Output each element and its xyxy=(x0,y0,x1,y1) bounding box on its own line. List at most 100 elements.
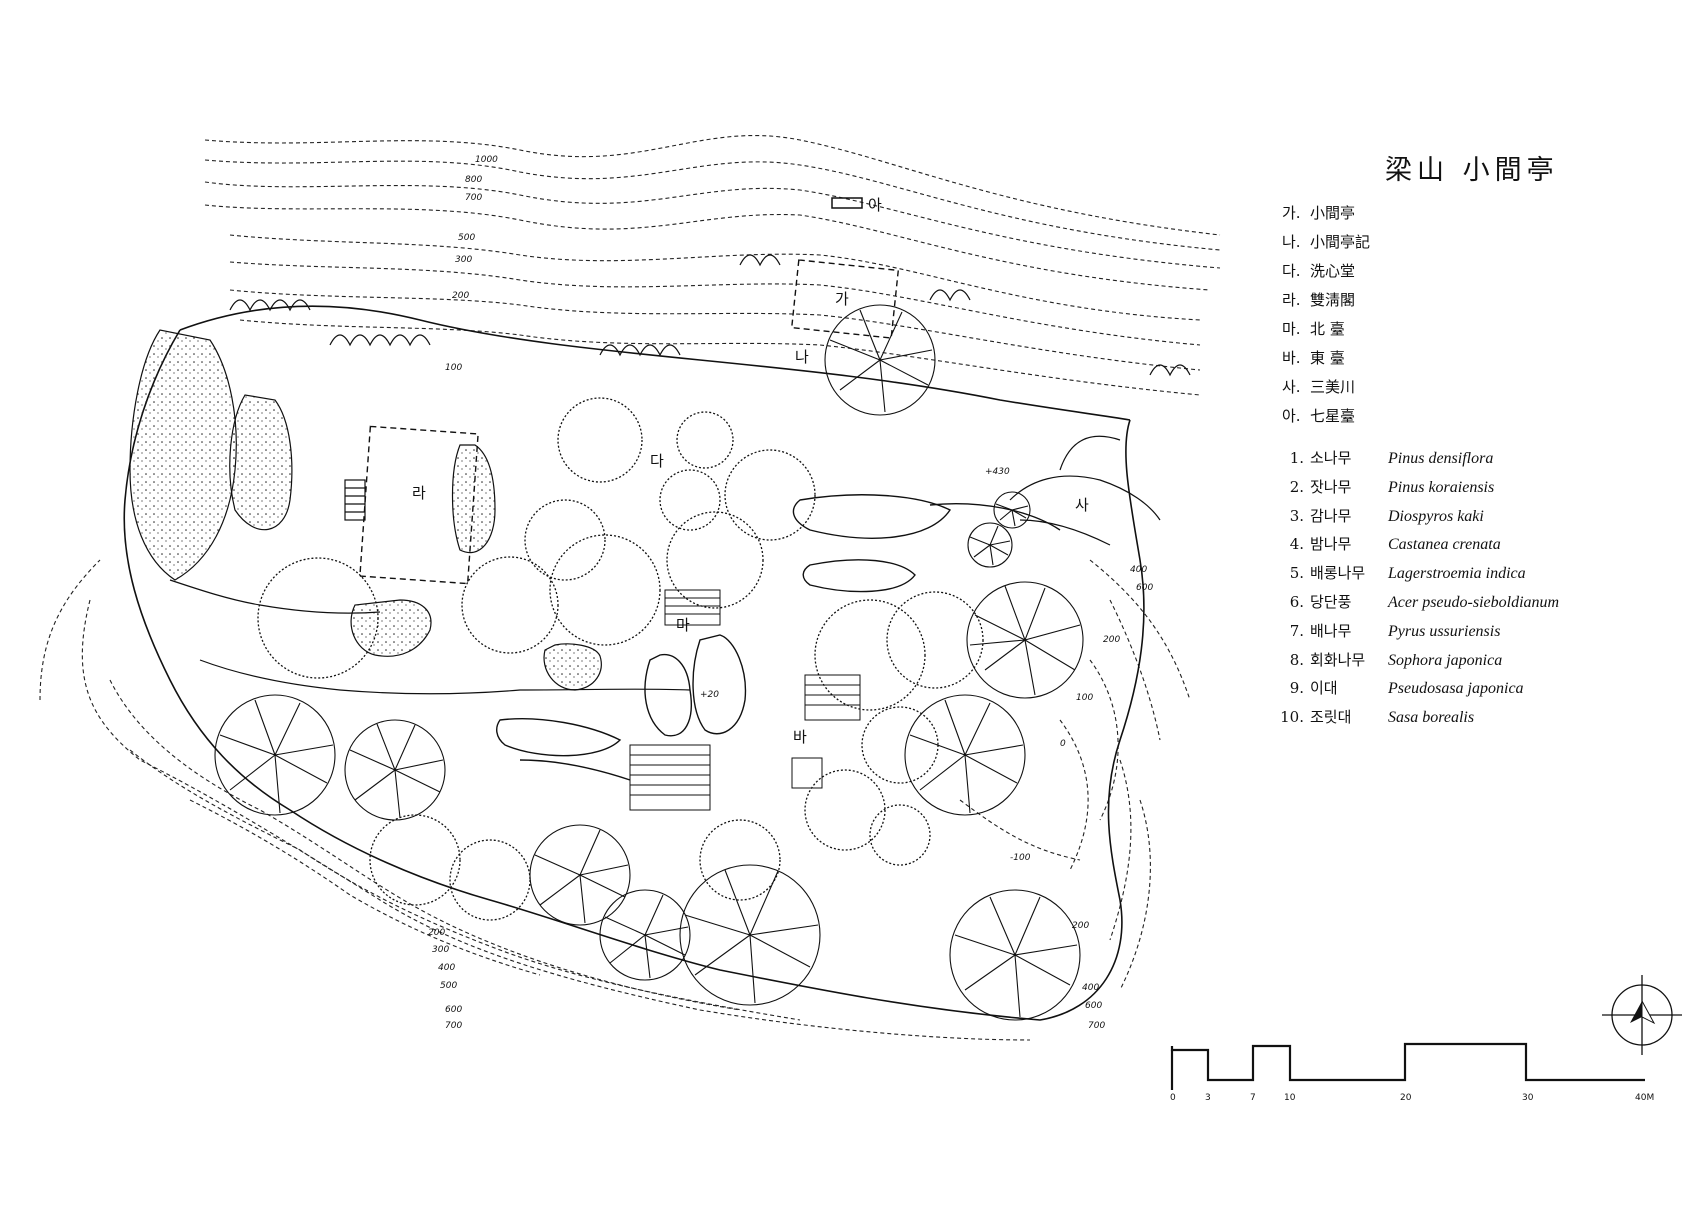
svg-text:40M: 40M xyxy=(1635,1093,1654,1103)
area-legend-item: 나.小間亭記 xyxy=(1282,233,1371,251)
svg-text:200: 200 xyxy=(1072,921,1089,931)
tree-sophora-8 xyxy=(966,581,1084,699)
contour-lines xyxy=(39,134,1221,1041)
svg-text:100: 100 xyxy=(445,363,462,373)
map-label-ma: 마 xyxy=(676,616,690,634)
bamboo-clumps xyxy=(129,329,602,691)
tree-pine-sa xyxy=(967,522,1013,568)
tree-sophora-8d xyxy=(679,864,821,1006)
scale-bar xyxy=(1170,1042,1645,1090)
tree-crepe-myrtle-5e xyxy=(666,511,764,609)
tree-pine-sa-b xyxy=(993,491,1031,529)
tree-crepe-myrtle-5g xyxy=(886,591,984,689)
area-legend: 가.小間亭 나.小間亭記 다.洗心堂 라.雙淸閣 마.北 臺 바.東 臺 사.三… xyxy=(1282,202,1370,434)
spot-height-20: +20 xyxy=(700,690,719,700)
svg-text:700: 700 xyxy=(1088,1021,1105,1031)
radial-trees xyxy=(214,304,1084,1021)
svg-text:20: 20 xyxy=(1400,1093,1412,1103)
map-label-ba: 바 xyxy=(793,728,807,746)
svg-text:200: 200 xyxy=(1103,635,1120,645)
svg-text:3: 3 xyxy=(1205,1093,1211,1103)
scale-bar-labels: 0 3 7 10 20 30 40M xyxy=(1170,1093,1654,1103)
area-legend-item: 가.小間亭 xyxy=(1282,204,1356,222)
tree-crepe-myrtle-5d xyxy=(659,469,721,531)
tree-chestnut-4b xyxy=(804,769,886,851)
map-area-labels: 가 나 다 라 마 바 사 아 xyxy=(412,196,1089,746)
tree-sophora-8c xyxy=(949,889,1081,1021)
map-label-da: 다 xyxy=(650,452,664,470)
map-label-sa: 사 xyxy=(1075,496,1089,514)
svg-text:600: 600 xyxy=(1136,583,1153,593)
tree-crepe-myrtle-5 xyxy=(549,534,661,646)
chilseong-dae-marker xyxy=(831,197,863,209)
area-legend-item: 마.北 臺 xyxy=(1282,320,1345,338)
tree-crown-bottom-b xyxy=(599,889,691,981)
contour-labels: 1000 800 700 500 300 200 100 200 300 400… xyxy=(428,155,1153,1031)
area-legend-item: 아.七星臺 xyxy=(1282,407,1356,425)
tree-sophora-8b xyxy=(904,694,1026,816)
svg-text:1000: 1000 xyxy=(475,155,498,165)
map-label-a: 아 xyxy=(868,196,882,214)
tree-pine-1 xyxy=(257,557,379,679)
map-label-ra: 라 xyxy=(412,484,426,502)
area-legend-item: 바.東 臺 xyxy=(1282,349,1345,367)
svg-text:500: 500 xyxy=(458,233,475,243)
area-legend-item: 사.三美川 xyxy=(1282,378,1356,396)
svg-text:600: 600 xyxy=(445,1005,462,1015)
tree-crown-bottom xyxy=(529,824,631,926)
svg-text:30: 30 xyxy=(1522,1093,1534,1103)
svg-text:400: 400 xyxy=(438,963,455,973)
tree-crepe-myrtle-5b xyxy=(524,499,606,581)
area-legend-item: 다.洗心堂 xyxy=(1282,262,1356,280)
tree-crepe-myrtle-5c xyxy=(557,397,643,483)
tree-pine-large-b xyxy=(344,719,446,821)
svg-text:10: 10 xyxy=(1284,1093,1296,1103)
svg-text:200: 200 xyxy=(452,291,469,301)
svg-text:400: 400 xyxy=(1082,983,1099,993)
stairs xyxy=(344,479,366,521)
svg-text:0: 0 xyxy=(1060,739,1066,749)
tree-chestnut-4 xyxy=(861,706,939,784)
pavilion-outlines xyxy=(359,259,900,585)
svg-text:0: 0 xyxy=(1170,1093,1176,1103)
svg-text:700: 700 xyxy=(465,193,482,203)
area-legend-item: 라.雙淸閣 xyxy=(1282,291,1356,309)
stream-samichun xyxy=(496,494,1061,781)
spot-height-430: +430 xyxy=(985,467,1010,477)
svg-text:600: 600 xyxy=(1085,1001,1102,1011)
tree-crepe-myrtle-5f xyxy=(814,599,926,711)
site-boundary xyxy=(123,305,1145,1021)
tree-crown-top xyxy=(824,304,936,416)
svg-text:-100: -100 xyxy=(1010,853,1031,863)
svg-text:300: 300 xyxy=(432,945,449,955)
pavilion-sogan-jeong xyxy=(790,259,900,339)
tree-persimmon-3 xyxy=(724,449,816,541)
tree-pear-7 xyxy=(461,556,559,654)
top-tree-line xyxy=(229,254,1191,377)
svg-text:800: 800 xyxy=(465,175,482,185)
svg-text:100: 100 xyxy=(1076,693,1093,703)
north-arrow-icon xyxy=(1602,975,1682,1055)
tree-crepe-myrtle-5h xyxy=(369,814,461,906)
hatched-platforms xyxy=(629,589,861,811)
tree-chestnut-4c xyxy=(869,804,931,866)
svg-text:500: 500 xyxy=(440,981,457,991)
tree-pine-large xyxy=(214,694,336,816)
svg-text:7: 7 xyxy=(1250,1093,1256,1103)
tree-crepe-myrtle-5i xyxy=(699,819,781,901)
svg-text:700: 700 xyxy=(445,1021,462,1031)
tree-small-1 xyxy=(676,411,734,469)
map-label-na: 나 xyxy=(795,348,809,366)
